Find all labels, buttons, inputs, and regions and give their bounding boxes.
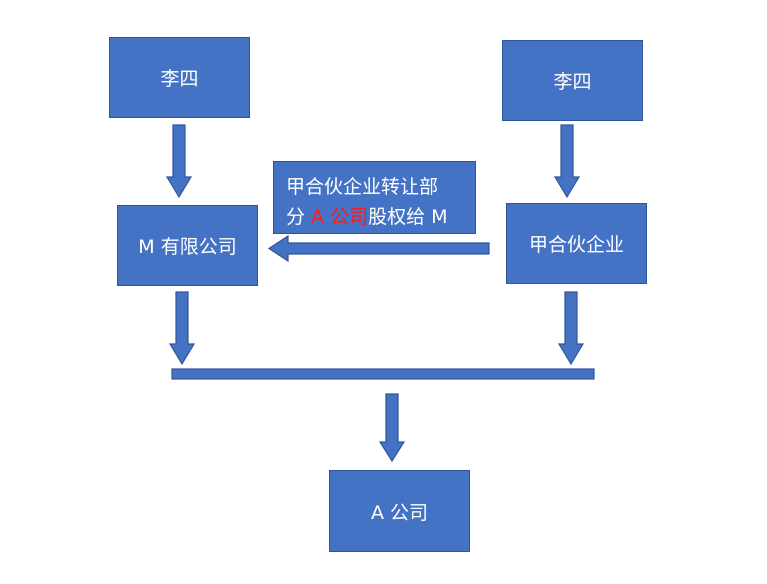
transfer-note-suffix: 股权给 M bbox=[368, 206, 448, 228]
arrow-down-right-bottom bbox=[557, 291, 585, 366]
transfer-note-prefix: 分 bbox=[286, 206, 312, 228]
transfer-note: 甲合伙企业转让部 分 A 公司股权给 M bbox=[273, 161, 476, 234]
transfer-note-line2: 分 A 公司股权给 M bbox=[286, 202, 467, 232]
node-partnership: 甲合伙企业 bbox=[506, 203, 647, 284]
node-m-company: M 有限公司 bbox=[117, 205, 258, 286]
node-partnership-label: 甲合伙企业 bbox=[528, 234, 624, 256]
arrow-left-transfer bbox=[267, 234, 490, 263]
node-lisi-left-label: 李四 bbox=[160, 68, 199, 90]
node-lisi-right: 李四 bbox=[502, 40, 643, 121]
arrow-down-right-top bbox=[553, 124, 581, 199]
node-a-company-label: A 公司 bbox=[370, 501, 429, 524]
node-lisi-left: 李四 bbox=[109, 37, 250, 118]
node-lisi-right-label: 李四 bbox=[553, 71, 592, 93]
transfer-note-line1: 甲合伙企业转让部 bbox=[286, 176, 439, 198]
node-m-company-label: M 有限公司 bbox=[138, 236, 237, 258]
arrow-down-center bbox=[378, 393, 406, 463]
arrow-down-left-top bbox=[165, 124, 193, 199]
transfer-note-highlight: A 公司 bbox=[311, 206, 369, 228]
node-a-company: A 公司 bbox=[329, 470, 470, 552]
merge-bar bbox=[171, 368, 595, 380]
arrow-down-left-bottom bbox=[168, 291, 196, 366]
